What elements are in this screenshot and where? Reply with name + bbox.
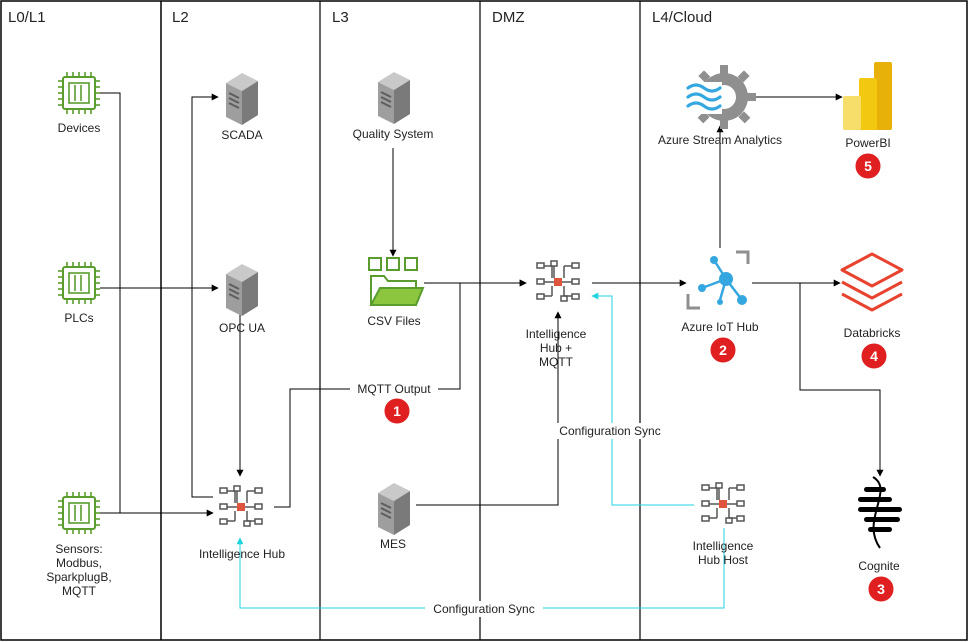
devices-label: Devices (58, 121, 101, 135)
intelligence-hub-dmz-node[interactable]: Intelligence Hub + MQTT (526, 260, 587, 369)
devices-node[interactable]: Devices (57, 71, 101, 135)
intelligence-hub-dmz-label-line-3: MQTT (539, 355, 574, 369)
zone-l3-label: L3 (332, 9, 349, 26)
mes-label: MES (380, 537, 406, 551)
opcua-node[interactable]: OPC UA (219, 263, 265, 335)
powerbi-node[interactable]: PowerBI (843, 62, 892, 150)
iot-hub-icon (686, 250, 750, 310)
databricks-node[interactable]: Databricks (840, 252, 904, 340)
cognite-label: Cognite (858, 559, 900, 573)
cognite-node[interactable]: Cognite (858, 476, 902, 573)
azure-iot-hub-node[interactable]: Azure IoT Hub (681, 250, 759, 334)
intelligence-hub-l2-node[interactable]: Intelligence Hub (199, 485, 285, 561)
mes-node[interactable]: MES (377, 482, 411, 551)
csv-files-label: CSV Files (367, 314, 420, 328)
sensors-label-line-2: Modbus, (56, 556, 102, 570)
azure-stream-analytics-node[interactable]: Azure Stream Analytics (658, 65, 782, 147)
intelligence-hub-dmz-label-line-2: Hub + (540, 341, 572, 355)
csv-files-node[interactable]: CSV Files (367, 257, 425, 328)
edge-sync-l2 (236, 528, 725, 609)
sensors-label-line-4: MQTT (62, 584, 97, 598)
config-sync-bottom-label: Configuration Sync (433, 602, 534, 616)
edge-devices-bus (100, 92, 121, 513)
powerbi-label: PowerBI (845, 136, 890, 150)
badge-1-number: 1 (393, 403, 401, 419)
chip-icon (57, 491, 101, 535)
scada-node[interactable]: SCADA (221, 72, 263, 142)
zone-dmz-label: DMZ (492, 9, 525, 26)
intelligence-hub-host-label-line-2: Hub Host (698, 553, 749, 567)
stream-analytics-icon (684, 65, 756, 129)
badge-4-number: 4 (870, 348, 878, 364)
quality-system-node[interactable]: Quality System (353, 71, 434, 141)
quality-system-label: Quality System (353, 127, 434, 141)
databricks-icon (840, 252, 904, 312)
sensors-node[interactable]: Sensors: Modbus, SparkplugB, MQTT (46, 491, 112, 598)
chip-icon (57, 261, 101, 305)
edge-iothub-cognite (770, 282, 884, 477)
badge-2-number: 2 (719, 342, 727, 358)
opcua-label: OPC UA (219, 321, 265, 335)
folder-icon (368, 257, 425, 306)
plcs-label: PLCs (64, 311, 93, 325)
zone-l4-cloud-label: L4/Cloud (652, 9, 712, 26)
edge-mes-dmzhub (416, 311, 562, 506)
edge-sync-dmz (591, 292, 694, 506)
badge-3: 3 (867, 575, 895, 603)
edges (100, 92, 884, 517)
intelligence-hub-dmz-label-line-1: Intelligence (526, 327, 587, 341)
server-icon (225, 72, 259, 126)
azure-stream-analytics-label: Azure Stream Analytics (658, 133, 782, 147)
sync-edges (236, 292, 725, 609)
azure-iot-hub-label: Azure IoT Hub (681, 320, 758, 334)
sensors-label-line-1: Sensors: (55, 542, 102, 556)
cognite-icon (858, 476, 902, 549)
hub-icon (536, 260, 580, 302)
config-sync-top-label: Configuration Sync (559, 424, 660, 438)
server-icon (377, 482, 411, 536)
scada-label: SCADA (221, 128, 262, 142)
badge-1: 1 (383, 397, 411, 425)
badge-2: 2 (709, 336, 737, 364)
badge-5-number: 5 (864, 158, 872, 174)
server-icon (377, 71, 411, 125)
intelligence-hub-host-node[interactable]: Intelligence Hub Host (693, 482, 754, 567)
zone-l0-l1-label: L0/L1 (8, 9, 46, 26)
databricks-label: Databricks (844, 326, 901, 340)
badge-4: 4 (860, 342, 888, 370)
powerbi-icon (843, 62, 892, 130)
plcs-node[interactable]: PLCs (57, 261, 101, 325)
mqtt-output-label: MQTT Output (357, 382, 431, 396)
intelligence-hub-host-label-line-1: Intelligence (693, 539, 754, 553)
zone-l2-label: L2 (172, 9, 189, 26)
edge-ihub-scada (191, 93, 219, 498)
chip-icon (57, 71, 101, 115)
mqtt-output-label-bg (350, 381, 438, 397)
intelligence-hub-l2-label: Intelligence Hub (199, 547, 285, 561)
server-icon (225, 263, 259, 317)
hub-icon (701, 482, 745, 524)
sensors-label-line-3: SparkplugB, (46, 570, 111, 584)
badge-5: 5 (854, 152, 882, 180)
config-sync-bottom-label-bg (425, 601, 543, 617)
hub-icon (219, 485, 263, 527)
badge-3-number: 3 (877, 581, 885, 597)
config-sync-top-label-bg (551, 423, 669, 439)
